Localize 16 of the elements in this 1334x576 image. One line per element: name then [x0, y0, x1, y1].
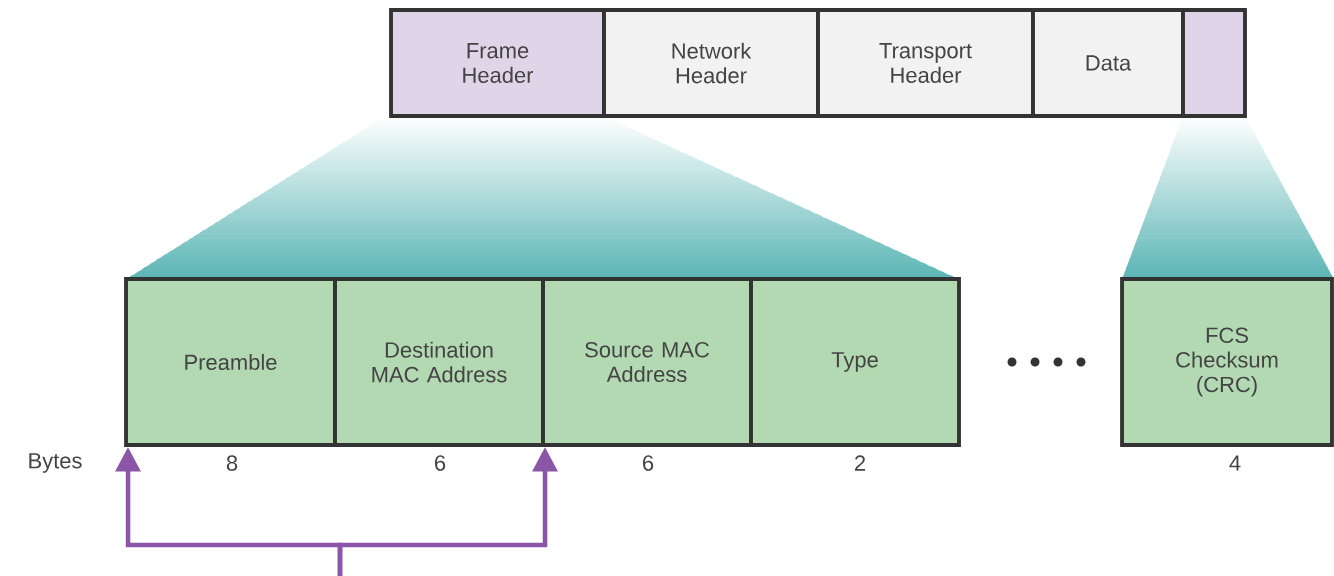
field-box: FCS Checksum (CRC) — [1120, 277, 1334, 447]
byte-count: 2 — [855, 455, 865, 471]
trailer-box — [1181, 8, 1247, 118]
field-box: Frame Header — [389, 8, 606, 118]
field-box: Destination MAC Address — [333, 277, 545, 447]
field-box: Type — [749, 277, 961, 447]
byte-count: 8 — [226, 455, 238, 471]
row-label: Bytes — [29, 453, 82, 473]
byte-count: 6 — [435, 455, 446, 471]
field-box: Transport Header — [816, 8, 1035, 118]
field-box: Data — [1031, 8, 1185, 118]
byte-count: 4 — [1229, 455, 1241, 471]
field-box: Preamble — [124, 277, 337, 447]
field-box: Network Header — [602, 8, 820, 118]
field-box: Source MAC Address — [541, 277, 753, 447]
byte-count: 6 — [643, 455, 654, 471]
